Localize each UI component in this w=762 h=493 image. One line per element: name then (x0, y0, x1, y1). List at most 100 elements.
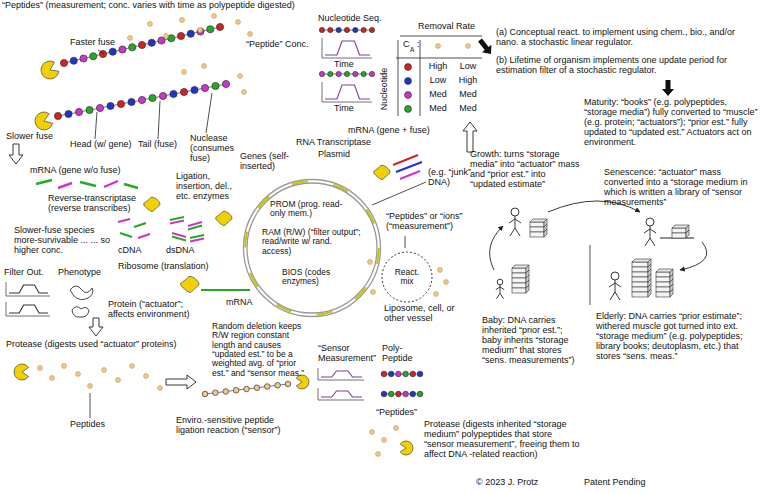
phenotype-shape (70, 286, 93, 300)
nuclease-pacman (400, 441, 413, 455)
stick-figure-arms (509, 219, 521, 223)
bead (180, 88, 187, 95)
table-rule (420, 40, 421, 116)
peptide-dot (144, 374, 149, 379)
bead (410, 371, 416, 377)
text-label: mRNA (226, 298, 256, 308)
bead (187, 30, 194, 37)
plasmid-ring: PROM (prog. read-only mem.)RAM (R/W) (“f… (242, 178, 382, 318)
bead (149, 94, 156, 101)
text-label: Ribosome (translation) (118, 262, 214, 272)
bead (353, 71, 358, 76)
bead (388, 371, 394, 377)
stick-figure-arms (496, 287, 504, 290)
plot-axes (322, 82, 372, 102)
block-arrow (463, 122, 477, 152)
vessel-outline (382, 252, 432, 302)
bead (107, 102, 114, 109)
peptide-dot (434, 292, 439, 297)
bead (336, 71, 341, 76)
peptide-dot (102, 368, 107, 373)
bead (54, 112, 61, 119)
plasmid-strand (247, 183, 377, 313)
divider (590, 245, 591, 305)
plot-trace (325, 41, 370, 55)
text-label: A (410, 46, 418, 53)
bead (275, 382, 281, 388)
chain-line (64, 27, 220, 63)
book (632, 282, 648, 287)
text-label: cDNA (118, 246, 148, 256)
plot-trace (9, 285, 48, 293)
text-label: Growth: turns “storage media” into “actu… (470, 150, 580, 190)
bead (207, 26, 214, 33)
text-label: Nucleotide (380, 59, 390, 119)
bead (80, 55, 87, 62)
book-top (632, 259, 651, 262)
bead (223, 389, 229, 395)
enzyme-blob (144, 197, 160, 211)
bead (388, 391, 394, 397)
text-label: mRNA (gene w/o fuse) (30, 166, 130, 176)
text-label: Nuclease (consumes fuse) (190, 134, 238, 164)
leader-line (405, 236, 406, 248)
mrna-strand (201, 289, 250, 291)
black-arrow (478, 38, 491, 54)
node-text: BIOS (codes enzymes) (282, 268, 354, 287)
bead (191, 86, 198, 93)
bead (361, 71, 366, 76)
book (632, 267, 648, 272)
bead (159, 92, 166, 99)
stick-figure-legs (497, 293, 504, 299)
text-label: Tail (fuse) (138, 140, 188, 150)
bead (60, 59, 67, 66)
text-label: Med (454, 104, 482, 114)
book (656, 282, 670, 287)
text-label: (e.g. “junk” DNA) (428, 168, 474, 188)
cdna-strand (134, 223, 146, 227)
cdna-strand (138, 234, 150, 238)
book (512, 273, 526, 278)
bead (396, 391, 402, 397)
dsdna-strand (190, 239, 204, 242)
book (632, 272, 648, 277)
text-label: Random deletion keeps R/W region constan… (212, 322, 310, 378)
text-label: Genes (self-inserted) (240, 152, 296, 172)
peptide-dot (130, 364, 135, 369)
mrna-fragment (58, 183, 72, 188)
text-label: “Sensor Measurement” (318, 344, 380, 364)
stick-figure-legs (610, 292, 620, 300)
bead (410, 391, 416, 397)
dsdna-strand (170, 217, 184, 220)
stick-figure-body (500, 285, 501, 293)
text-label: Patent Pending (584, 478, 664, 488)
mrna-fragment (80, 182, 96, 186)
book-side (648, 289, 651, 297)
text-label: : (417, 40, 423, 50)
text-label: Filter Out. (4, 268, 54, 278)
block-arrow (166, 375, 196, 389)
bead (148, 39, 155, 46)
plot-axes (6, 282, 50, 296)
text-label: dsDNA (166, 246, 200, 256)
block-arrow (9, 144, 23, 164)
nuclease-pacman (35, 112, 53, 130)
dsdna-strand (170, 221, 184, 224)
bead (90, 53, 97, 60)
curved-arrow (680, 242, 707, 270)
bead (369, 27, 374, 32)
peptide-dot (116, 378, 121, 383)
book (672, 228, 686, 233)
peptide-dot (182, 70, 187, 75)
book (530, 232, 544, 237)
bead (213, 390, 219, 396)
stick-figure-legs (510, 228, 520, 236)
text-label: Nucleotide Seq. (318, 14, 398, 24)
peptide-dot (164, 34, 169, 39)
leader-line (98, 50, 104, 54)
leader-line (158, 101, 160, 139)
bead (403, 391, 409, 397)
text-label: Enviro.-sensitive peptide ligation react… (176, 416, 291, 436)
book (530, 227, 544, 232)
peptide-dot (466, 44, 471, 49)
